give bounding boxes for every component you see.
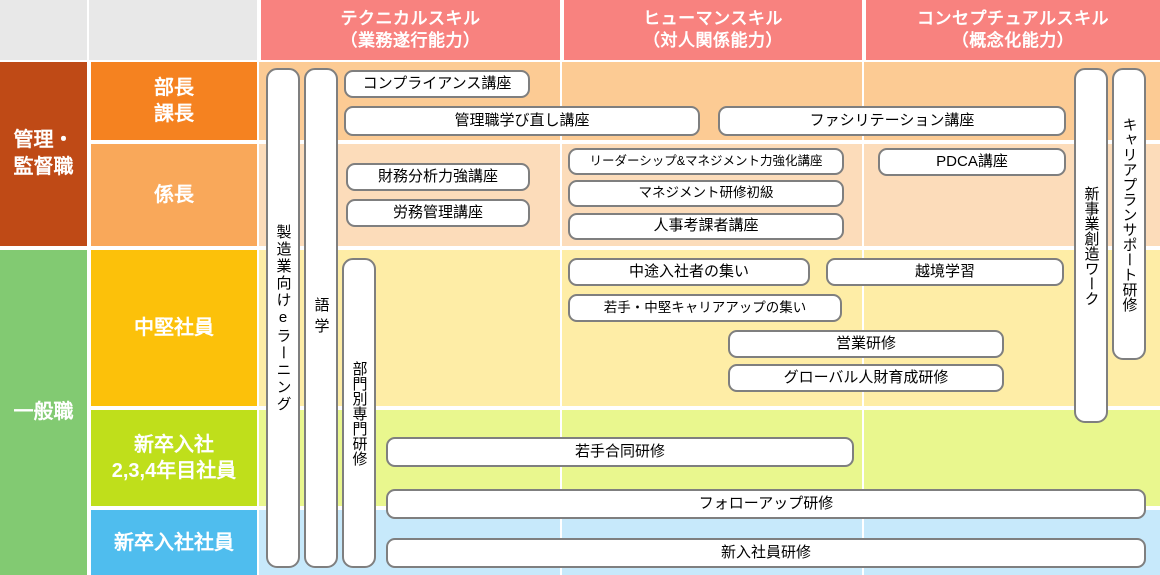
course-manager-relearning[interactable]: 管理職学び直し講座 (344, 106, 700, 136)
course-leadership-management[interactable]: リーダーシップ&マネジメント力強化講座 (568, 148, 844, 175)
course-young-joint-training[interactable]: 若手合同研修 (386, 437, 854, 467)
course-management-basic[interactable]: マネジメント研修初級 (568, 180, 844, 207)
level-shinsotsu: 新卒入社社員 (89, 510, 257, 575)
course-young-mid-career-up[interactable]: 若手・中堅キャリアアップの集い (568, 294, 842, 322)
course-labor-management[interactable]: 労務管理講座 (346, 199, 530, 227)
level-bucho-kacho-line1: 部長 (154, 77, 194, 99)
header-skill-conceptual-subtitle: （概念化能力） (951, 31, 1075, 50)
header-skill-human-subtitle: （対人関係能力） (643, 31, 783, 50)
level-chuken-line1: 中堅社員 (134, 317, 214, 339)
course-compliance[interactable]: コンプライアンス講座 (344, 70, 530, 98)
level-kakaricho-line1: 係長 (154, 184, 194, 206)
group-general: 一般職 (0, 250, 87, 575)
header-skill-conceptual-title: コンセプチュアルスキル (917, 9, 1109, 29)
header-blank-level (89, 0, 257, 60)
level-bucho-kacho-line2: 課長 (154, 103, 194, 125)
level-chuken: 中堅社員 (89, 250, 257, 408)
course-pdca[interactable]: PDCA講座 (878, 148, 1066, 176)
header-skill-technical-subtitle: （業務遂行能力） (340, 31, 481, 50)
group-management-line2: 監督職 (13, 156, 74, 178)
level-shinsotsu-234: 新卒入社 2,3,4年目社員 (89, 410, 257, 508)
level-kakaricho: 係長 (89, 144, 257, 248)
header-blank-group (0, 0, 87, 60)
course-cross-boundary-learning[interactable]: 越境学習 (826, 258, 1064, 286)
header-skill-technical: テクニカルスキル （業務遂行能力） (259, 0, 560, 60)
vertical-course-language[interactable]: 語学 (304, 68, 338, 568)
level-shinsotsu-234-line1: 新卒入社 (133, 434, 214, 456)
vertical-course-department-specialized[interactable]: 部門別専門研修 (342, 258, 376, 568)
course-new-employee-training[interactable]: 新入社員研修 (386, 538, 1146, 568)
level-shinsotsu-line1: 新卒入社社員 (114, 531, 234, 554)
column-separator-technical-human (560, 62, 562, 575)
vertical-course-career-plan-support[interactable]: キャリアプランサポート研修 (1112, 68, 1146, 360)
course-mid-career-gathering[interactable]: 中途入社者の集い (568, 258, 810, 286)
group-management-line1: 管理・ (13, 129, 74, 151)
column-separator-human-conceptual (862, 62, 864, 575)
header-skill-human: ヒューマンスキル （対人関係能力） (562, 0, 862, 60)
course-financial-analysis[interactable]: 財務分析力強講座 (346, 163, 530, 191)
group-management: 管理・ 監督職 (0, 62, 87, 248)
header-skill-conceptual: コンセプチュアルスキル （概念化能力） (864, 0, 1160, 60)
course-sales-training[interactable]: 営業研修 (728, 330, 1004, 358)
course-follow-up-training[interactable]: フォローアップ研修 (386, 489, 1146, 519)
vertical-course-new-business-creation[interactable]: 新事業創造ワーク (1074, 68, 1108, 423)
group-general-line1: 一般職 (13, 401, 74, 423)
course-global-talent-development[interactable]: グローバル人財育成研修 (728, 364, 1004, 392)
header-skill-technical-title: テクニカルスキル (340, 9, 481, 29)
vertical-course-manufacturing-elearning[interactable]: 製造業向けeラーニング (266, 68, 300, 568)
course-facilitation[interactable]: ファシリテーション講座 (718, 106, 1066, 136)
header-skill-human-title: ヒューマンスキル (643, 9, 783, 29)
level-bucho-kacho: 部長 課長 (89, 62, 257, 142)
course-hr-evaluator[interactable]: 人事考課者講座 (568, 213, 844, 240)
level-shinsotsu-234-line2: 2,3,4年目社員 (111, 460, 237, 482)
